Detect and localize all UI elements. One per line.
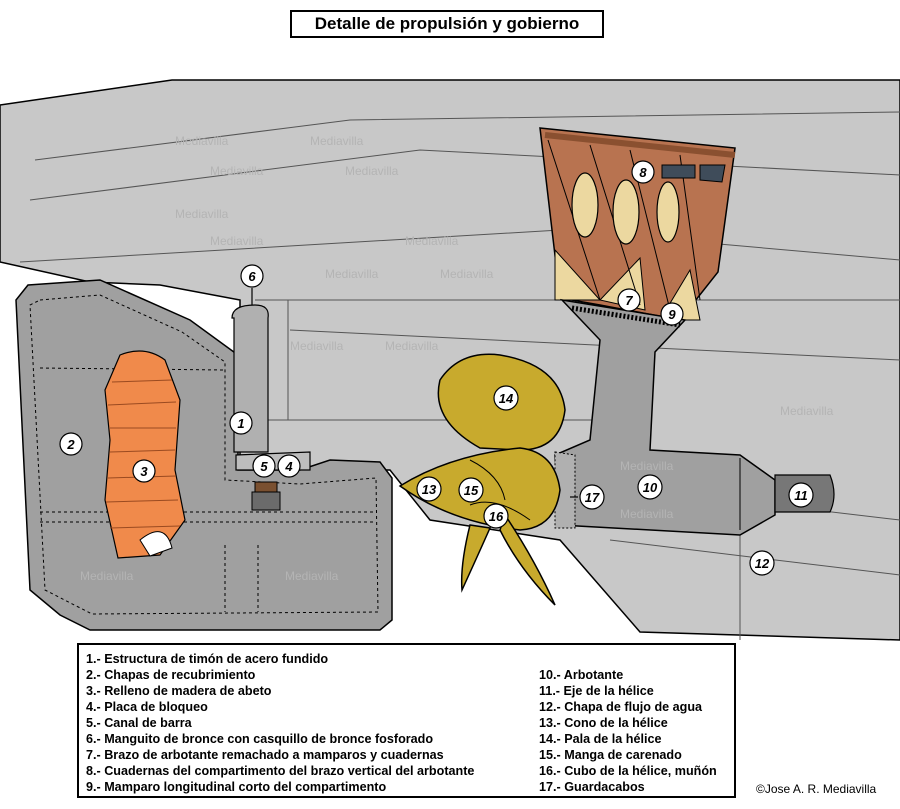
- watermark: Mediavilla: [285, 569, 339, 583]
- watermark: Mediavilla: [620, 507, 674, 521]
- legend-item: 11.- Eje de la hélice: [539, 684, 654, 698]
- callout-14: 14: [493, 385, 519, 411]
- svg-text:2: 2: [66, 437, 75, 452]
- fir-wood-filling: [104, 350, 186, 559]
- legend-item: 13.- Cono de la hélice: [539, 716, 668, 730]
- svg-text:10: 10: [643, 480, 658, 495]
- svg-text:1: 1: [237, 416, 244, 431]
- callout-5: 5: [252, 454, 276, 478]
- svg-text:7: 7: [625, 293, 633, 308]
- svg-text:16: 16: [489, 509, 504, 524]
- callout-4: 4: [277, 454, 301, 478]
- bar-channel: [251, 491, 281, 511]
- svg-text:14: 14: [499, 391, 514, 406]
- svg-text:13: 13: [422, 482, 437, 497]
- legend-item: 17.- Guardacabos: [539, 780, 645, 794]
- callout-9: 9: [660, 302, 684, 326]
- svg-text:3: 3: [140, 464, 148, 479]
- watermark: Mediavilla: [780, 404, 834, 418]
- svg-text:11: 11: [794, 488, 808, 503]
- legend-right-column: 10.- Arbotante 11.- Eje de la hélice 12.…: [539, 667, 717, 795]
- callout-13: 13: [416, 476, 442, 502]
- svg-text:5: 5: [260, 459, 268, 474]
- svg-text:15: 15: [464, 483, 479, 498]
- svg-text:8: 8: [639, 165, 647, 180]
- watermark: Mediavilla: [325, 267, 379, 281]
- legend-item: 16.- Cubo de la hélice, muñón: [539, 764, 717, 778]
- watermark: Mediavilla: [80, 569, 134, 583]
- callout-16: 16: [483, 503, 509, 529]
- watermark: Mediavilla: [310, 134, 364, 148]
- watermark: Mediavilla: [210, 164, 264, 178]
- watermark: Mediavilla: [620, 459, 674, 473]
- watermarks: Mediavilla Mediavilla Mediavilla Mediavi…: [80, 134, 834, 583]
- callout-17: 17: [579, 484, 605, 510]
- watermark: Mediavilla: [290, 339, 344, 353]
- watermark: Mediavilla: [175, 134, 229, 148]
- watermark: Mediavilla: [405, 234, 459, 248]
- watermark: Mediavilla: [175, 207, 229, 221]
- callout-12: 12: [749, 550, 775, 576]
- callout-3: 3: [132, 459, 156, 483]
- callout-2: 2: [59, 432, 83, 456]
- legend-item: 3.- Relleno de madera de abeto: [86, 684, 272, 698]
- watermark: Mediavilla: [210, 234, 264, 248]
- watermark: Mediavilla: [385, 339, 439, 353]
- legend-item: 6.- Manguito de bronce con casquillo de …: [86, 732, 434, 746]
- legend-item: 8.- Cuadernas del compartimento del braz…: [86, 764, 475, 778]
- thimble: [554, 451, 576, 529]
- legend-box: 1.- Estructura de timón de acero fundido…: [77, 643, 736, 798]
- svg-text:12: 12: [755, 556, 770, 571]
- legend-item: 4.- Placa de bloqueo: [86, 700, 208, 714]
- callout-10: 10: [637, 474, 663, 500]
- legend-item: 12.- Chapa de flujo de agua: [539, 700, 703, 714]
- svg-text:4: 4: [284, 459, 293, 474]
- callout-7: 7: [617, 288, 641, 312]
- svg-text:17: 17: [585, 490, 600, 505]
- svg-text:6: 6: [248, 269, 256, 284]
- propeller-blade-lower: [460, 513, 556, 606]
- legend-item: 7.- Brazo de arbotante remachado a mampa…: [86, 748, 444, 762]
- strut-compartment: [539, 127, 736, 321]
- watermark: Mediavilla: [440, 267, 494, 281]
- copyright-notice: ©Jose A. R. Mediavilla: [756, 782, 877, 796]
- legend-item: 14.- Pala de la hélice: [539, 732, 662, 746]
- legend-item: 9.- Mamparo longitudinal corto del compa…: [86, 780, 387, 794]
- svg-text:9: 9: [668, 307, 676, 322]
- callout-1: 1: [229, 411, 253, 435]
- legend-item: 2.- Chapas de recubrimiento: [86, 668, 256, 682]
- page-title: Detalle de propulsión y gobierno: [290, 10, 604, 38]
- legend-item: 5.- Canal de barra: [86, 716, 192, 730]
- legend-item: 15.- Manga de carenado: [539, 748, 682, 762]
- legend-left-column: 1.- Estructura de timón de acero fundido…: [86, 651, 474, 795]
- callout-11: 11: [788, 482, 814, 508]
- callout-6: 6: [240, 264, 264, 288]
- legend-item: 10.- Arbotante: [539, 668, 624, 682]
- watermark: Mediavilla: [345, 164, 399, 178]
- legend-item: 1.- Estructura de timón de acero fundido: [86, 652, 329, 666]
- callout-8: 8: [631, 160, 655, 184]
- callout-15: 15: [458, 477, 484, 503]
